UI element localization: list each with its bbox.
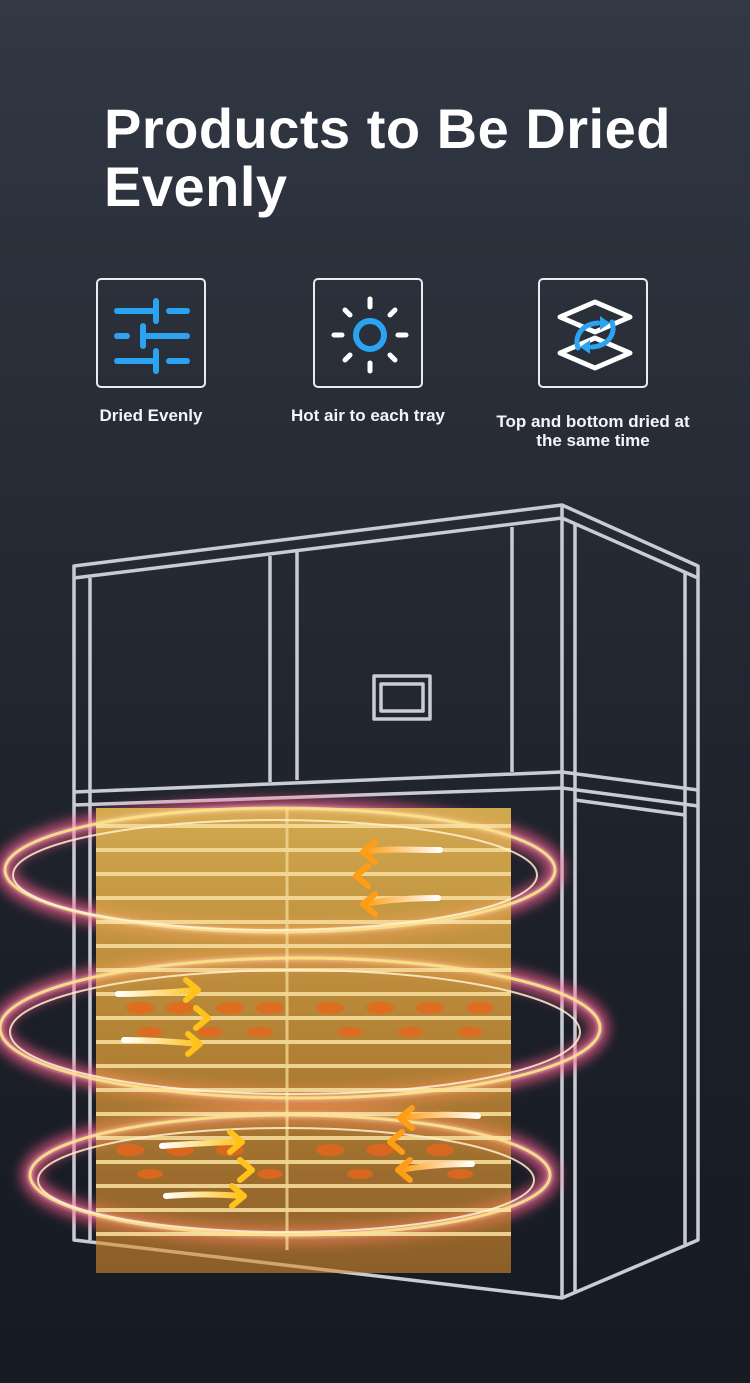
feature-label: Dried Evenly bbox=[99, 406, 203, 425]
sun-icon bbox=[331, 296, 409, 374]
feature-label: Hot air to each tray bbox=[291, 406, 445, 425]
airflow-arrows bbox=[115, 839, 481, 1209]
page-title: Products to Be Dried Evenly bbox=[104, 97, 671, 218]
layers-cycle-icon bbox=[557, 299, 633, 371]
cabinet-outline bbox=[72, 503, 700, 1300]
dryer-machine-illustration bbox=[0, 503, 700, 1300]
feature-top-bottom: Top and bottom dried at the same time bbox=[488, 278, 698, 450]
feature-icon-box bbox=[313, 278, 423, 388]
heat-swirls bbox=[0, 805, 603, 1238]
feature-hot-air: Hot air to each tray bbox=[275, 278, 461, 425]
feature-icon-box bbox=[96, 278, 206, 388]
sliders-icon bbox=[114, 298, 190, 374]
feature-icon-box bbox=[538, 278, 648, 388]
feature-label: Top and bottom dried at the same time bbox=[496, 412, 690, 450]
feature-dried-evenly: Dried Evenly bbox=[78, 278, 224, 425]
